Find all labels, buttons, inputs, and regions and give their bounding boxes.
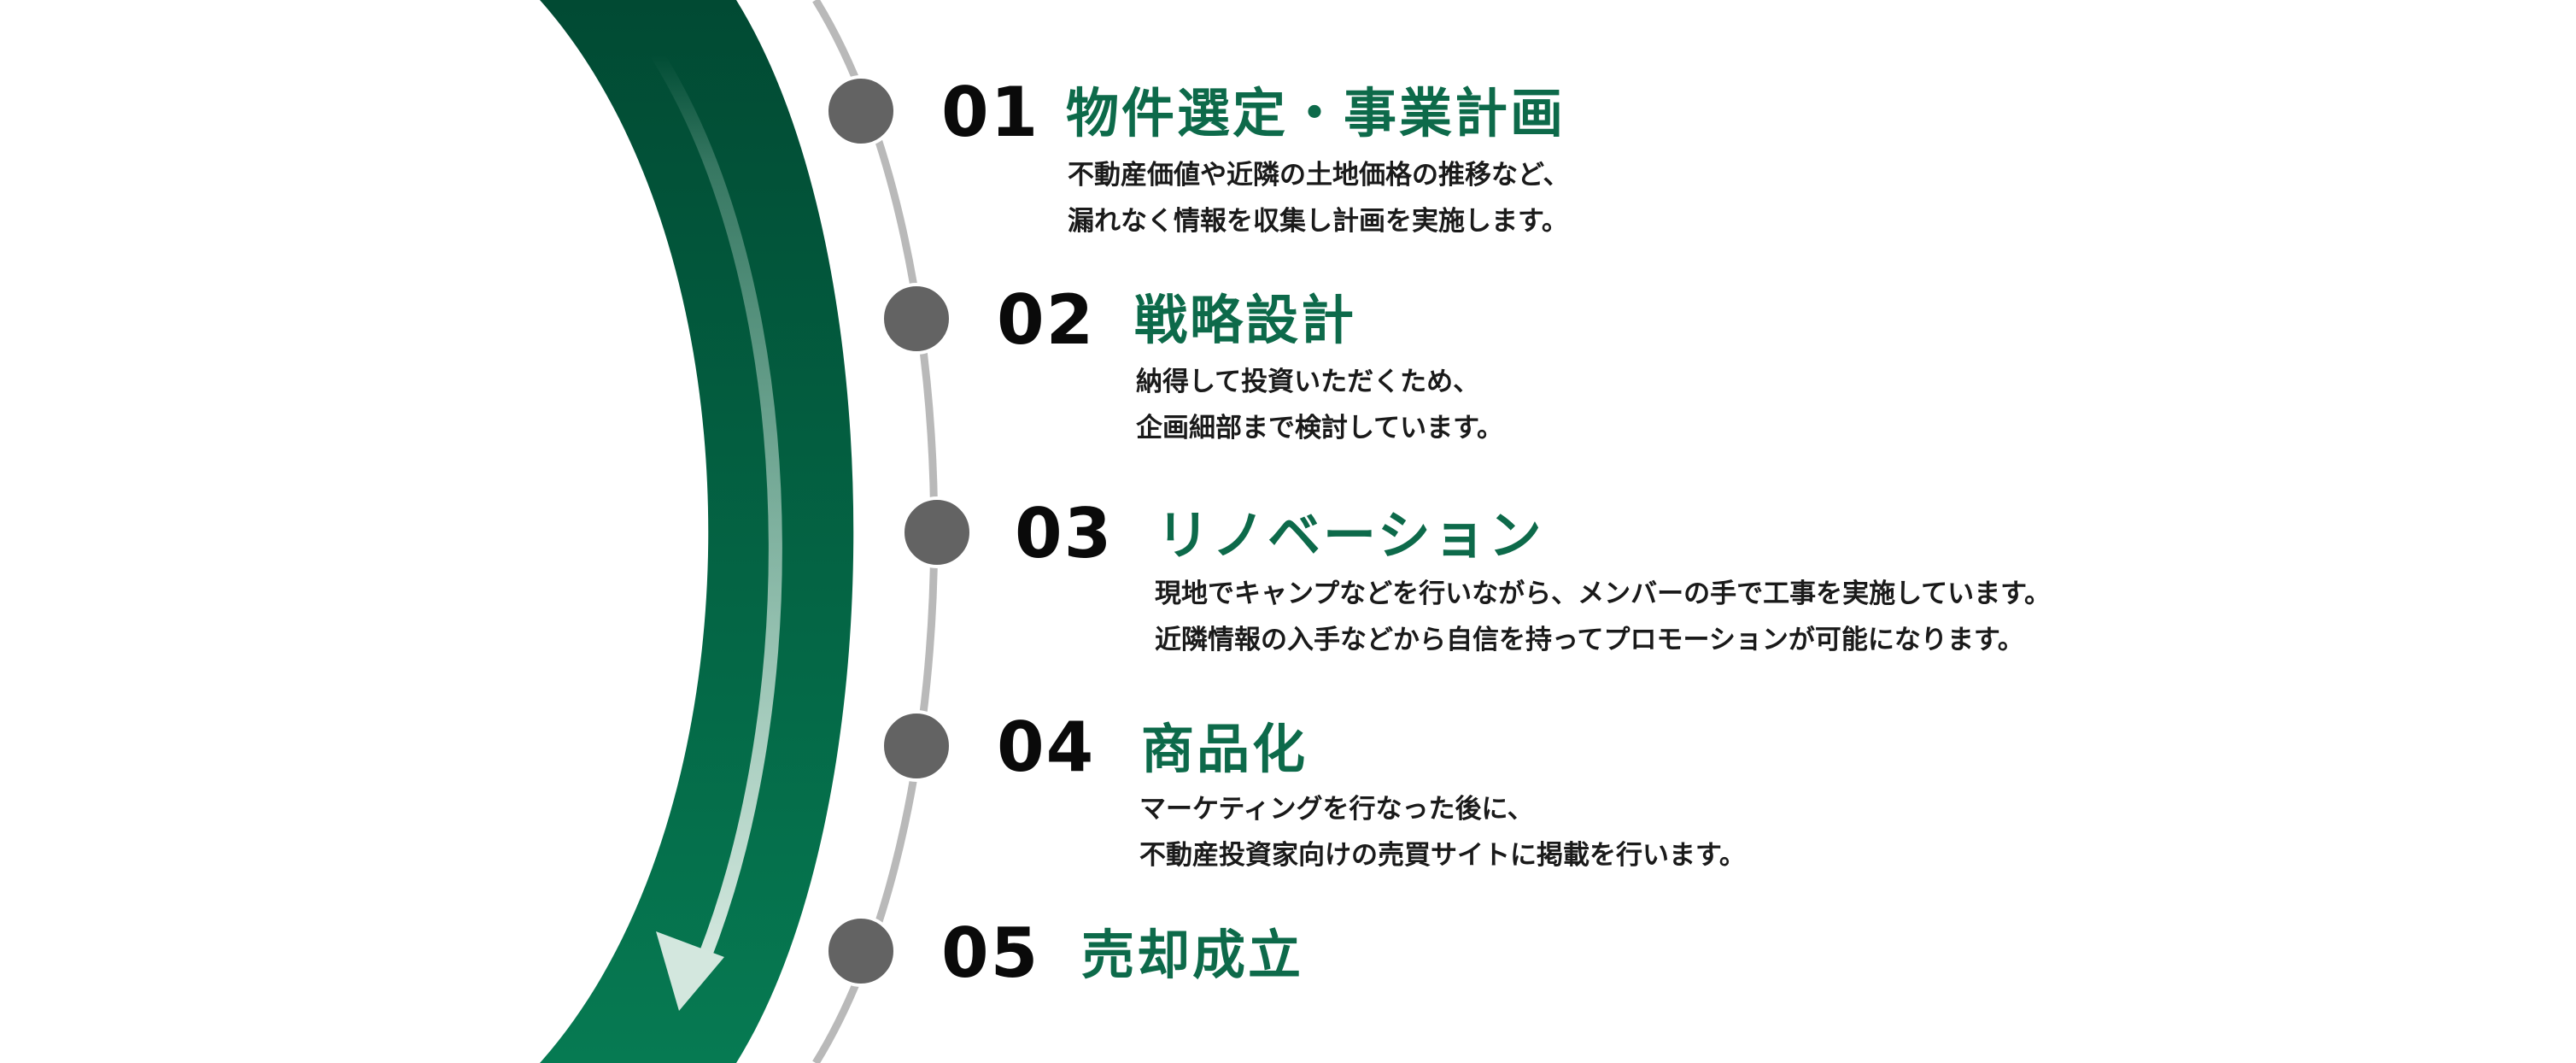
description-line: 不動産価値や近隣の土地価格の推移など、	[1068, 160, 1570, 191]
step-description: マーケティングを行なった後に、 不動産投資家向けの売買サイトに掲載を行います。	[1139, 786, 1746, 878]
step-number: 03	[1015, 494, 1114, 573]
step-description: 納得して投資いただくため、 企画細部まで検討しています。	[1136, 359, 1503, 451]
step-title: 物件選定・事業計画	[1066, 82, 1566, 144]
step-node-03	[901, 496, 973, 568]
step-node-01	[825, 75, 897, 147]
step-number: 02	[997, 280, 1096, 360]
description-line: マーケティングを行なった後に、	[1139, 794, 1534, 825]
step-title: リノベーション	[1156, 504, 1544, 567]
description-line: 納得して投資いただくため、	[1136, 367, 1480, 397]
green-arc-band	[540, 0, 854, 1063]
step-title: 商品化	[1141, 718, 1308, 780]
step-description: 不動産価値や近隣の土地価格の推移など、 漏れなく情報を収集し計画を実施します。	[1068, 152, 1569, 244]
arrow-down-icon	[656, 931, 724, 1011]
description-line: 近隣情報の入手などから自信を持ってプロモーションが可能になります。	[1155, 625, 2024, 655]
description-line: 不動産投資家向けの売買サイトに掲載を行います。	[1139, 840, 1746, 871]
step-node-02	[881, 283, 952, 355]
step-number: 01	[941, 73, 1040, 152]
step-node-05	[825, 915, 897, 987]
step-number: 04	[997, 708, 1096, 787]
description-line: 漏れなく情報を収集し計画を実施します。	[1068, 206, 1568, 237]
step-node-04	[881, 710, 952, 782]
step-number: 05	[941, 913, 1040, 993]
step-description: 現地でキャンプなどを行いながら、メンバーの手で工事を実施しています。 近隣情報の…	[1155, 571, 2051, 663]
arrow-shaft	[651, 49, 782, 964]
step-title: 売却成立	[1081, 924, 1304, 986]
description-line: 現地でキャンプなどを行いながら、メンバーの手で工事を実施しています。	[1155, 578, 2052, 609]
description-line: 企画細部まで検討しています。	[1136, 413, 1503, 443]
step-title: 戦略設計	[1134, 289, 1357, 351]
